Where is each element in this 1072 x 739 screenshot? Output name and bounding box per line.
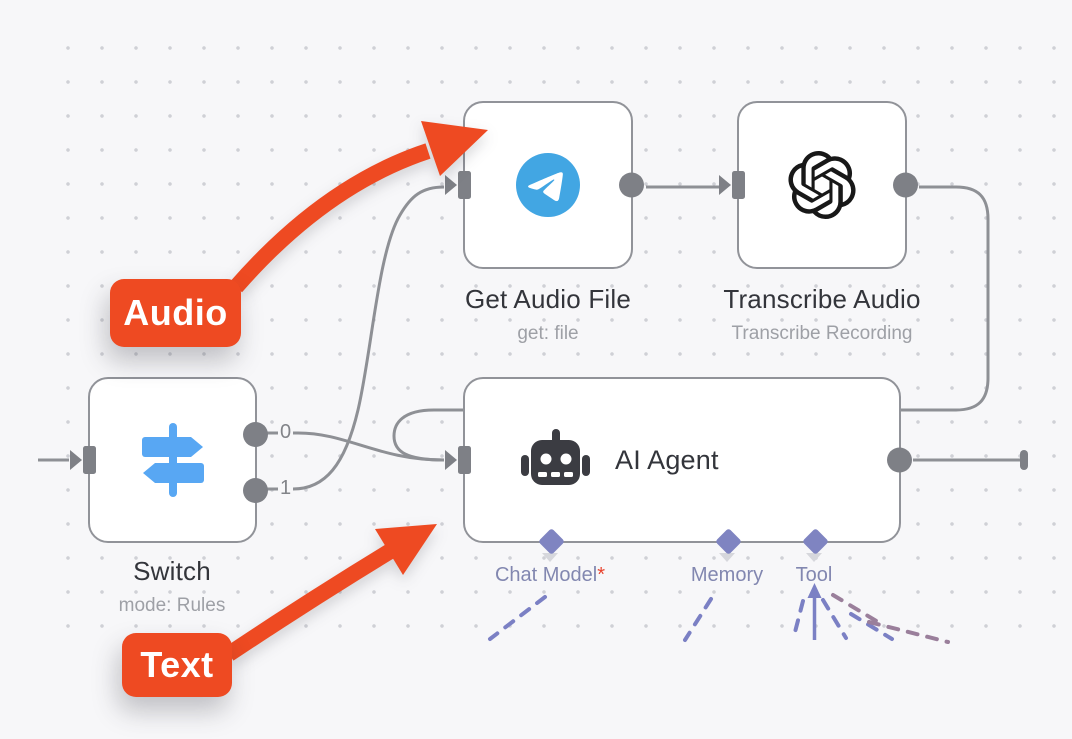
audio-arrow-shaft xyxy=(229,143,431,293)
text-annotation-label: Text xyxy=(122,633,232,697)
text-annotation-text: Text xyxy=(140,644,214,685)
audio-annotation-label: Audio xyxy=(110,279,241,347)
audio-arrow-head-icon xyxy=(421,121,488,176)
audio-annotation-text: Audio xyxy=(123,292,228,333)
text-arrow-shaft xyxy=(224,543,397,661)
